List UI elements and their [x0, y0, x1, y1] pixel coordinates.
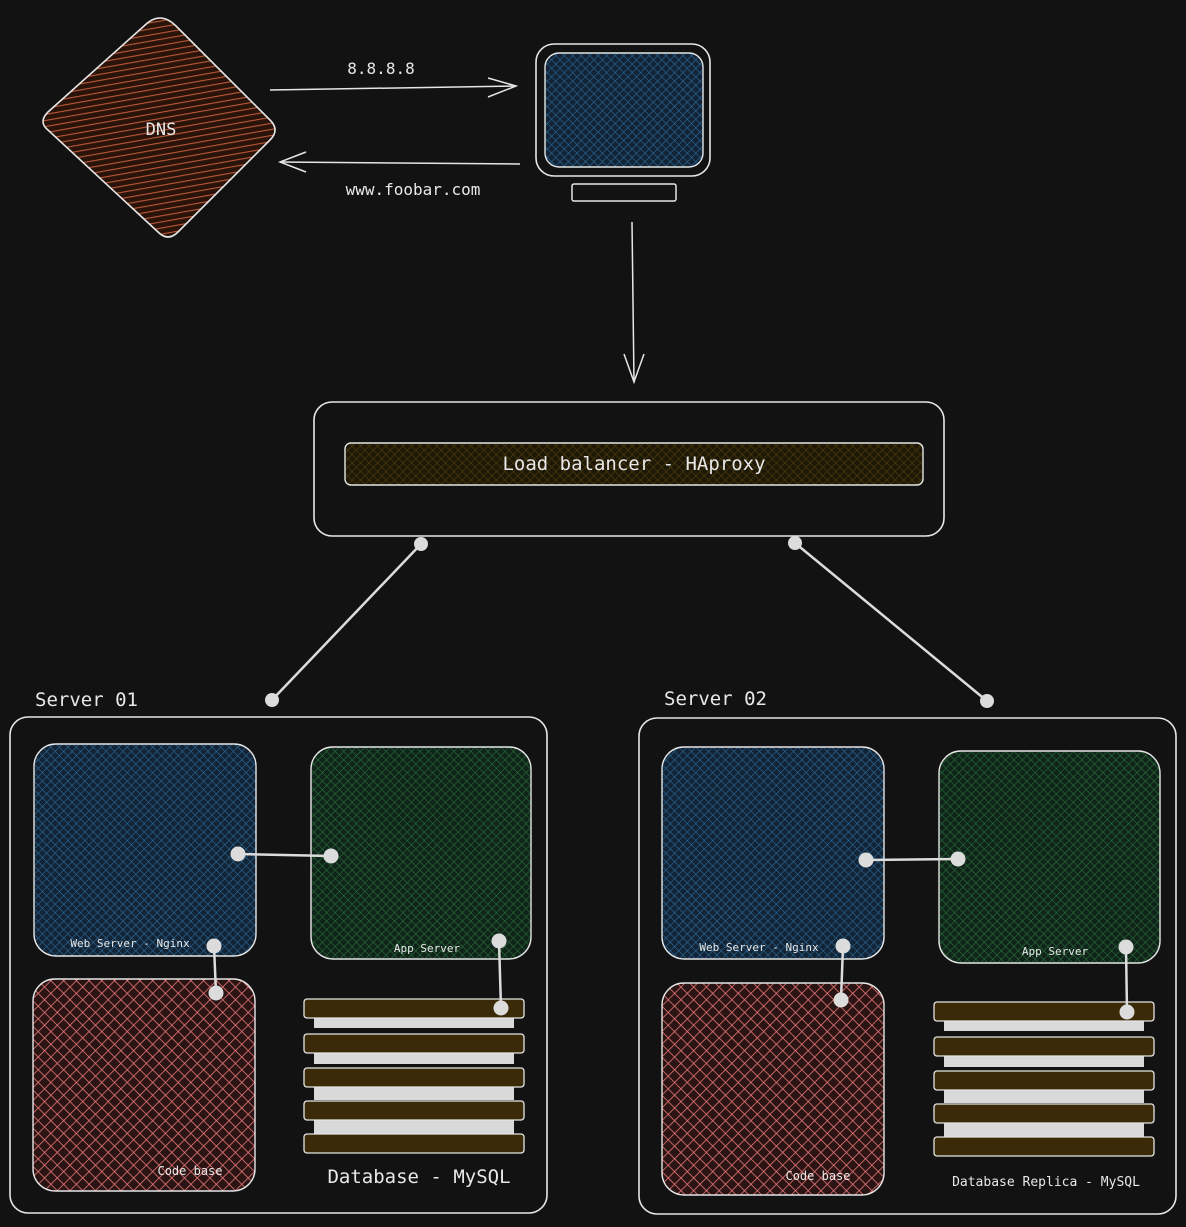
app-to-db-connector: [1118, 939, 1135, 1020]
connector-dot: [265, 693, 279, 707]
web-server-icon: [33, 743, 257, 957]
app-server-icon: [938, 750, 1161, 964]
server-01[interactable]: Server 01 Web Server - Nginx App Server …: [9, 689, 548, 1214]
dns-label: DNS: [146, 120, 177, 140]
dns-request-arrow: [269, 77, 519, 98]
server-frame: [638, 717, 1177, 1215]
dns-node[interactable]: DNS: [42, 17, 276, 238]
load-balancer-bar: [344, 442, 924, 486]
connector-dot: [980, 694, 994, 708]
app-to-db-connector: [491, 933, 509, 1016]
code-base[interactable]: Code base: [661, 982, 885, 1196]
web-server-label: Web Server - Nginx: [699, 941, 819, 954]
web-server-nginx[interactable]: Web Server - Nginx: [661, 746, 885, 960]
database-stack-icon: [303, 998, 525, 1154]
database-label: Database - MySQL: [327, 1166, 510, 1188]
arrowhead-down-icon: [623, 353, 645, 385]
response-label: www.foobar.com: [346, 180, 481, 199]
computer-monitor-icon: [544, 52, 704, 168]
database-mysql[interactable]: Database - MySQL: [303, 998, 525, 1188]
load-balancer[interactable]: Load balancer - HAproxy: [313, 401, 945, 537]
dns-response-arrow: [277, 151, 521, 173]
app-server-label: App Server: [394, 942, 461, 955]
server-title: Server 01: [35, 689, 138, 711]
app-server[interactable]: App Server: [310, 746, 532, 960]
app-server[interactable]: App Server: [938, 750, 1161, 964]
arrowhead-right-icon: [487, 77, 519, 98]
database-label: Database Replica - MySQL: [952, 1175, 1140, 1190]
code-base-label: Code base: [785, 1169, 850, 1183]
server-frame: [9, 716, 548, 1214]
web-server-label: Web Server - Nginx: [70, 937, 190, 950]
connector-dot: [788, 536, 802, 550]
client-to-lb-arrow: [623, 221, 645, 385]
server-02[interactable]: Server 02 Web Server - Nginx App Server …: [638, 688, 1177, 1215]
app-server-label: App Server: [1022, 945, 1089, 958]
load-balancer-frame: [313, 401, 945, 537]
monitor-frame: [535, 43, 711, 177]
web-to-code-connector: [833, 938, 851, 1008]
web-to-code-connector: [206, 938, 224, 1001]
connector-dot: [414, 537, 428, 551]
lb-to-server-01-connector: [265, 537, 428, 707]
database-replica-mysql[interactable]: Database Replica - MySQL: [933, 1001, 1155, 1190]
web-server-nginx[interactable]: Web Server - Nginx: [33, 743, 257, 957]
dns-diamond-icon: [42, 17, 276, 238]
code-base[interactable]: Code base: [32, 978, 256, 1192]
arrowhead-left-icon: [277, 151, 307, 173]
database-stack-icon: [933, 1001, 1155, 1157]
code-base-label: Code base: [157, 1164, 222, 1178]
client-computer[interactable]: [535, 43, 711, 202]
load-balancer-label: Load balancer - HAproxy: [502, 453, 765, 475]
request-label: 8.8.8.8: [347, 59, 414, 78]
web-server-icon: [661, 746, 885, 960]
server-title: Server 02: [664, 688, 767, 710]
web-to-app-connector: [230, 846, 339, 864]
web-to-app-connector: [858, 851, 966, 868]
code-base-icon: [661, 982, 885, 1196]
code-base-icon: [32, 978, 256, 1192]
lb-to-server-02-connector: [788, 536, 994, 708]
app-server-icon: [310, 746, 532, 960]
monitor-stand: [571, 183, 677, 202]
